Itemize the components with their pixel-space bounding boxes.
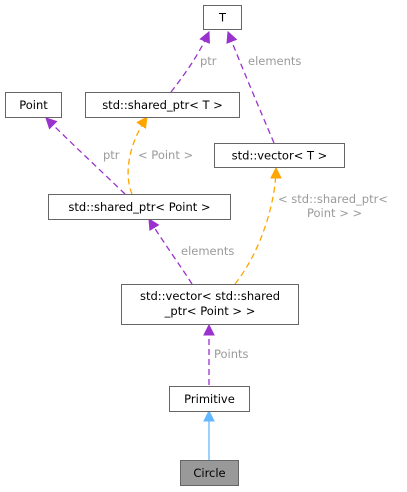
node-shared-ptr-point[interactable]: std::shared_ptr< Point > bbox=[48, 194, 231, 220]
node-shared-ptr-point-label: std::shared_ptr< Point > bbox=[68, 200, 210, 214]
node-primitive-label: Primitive bbox=[184, 392, 235, 406]
edge-elements-vector-t-to-t bbox=[226, 30, 275, 144]
edge-ptr-sharedptr-point-to-point bbox=[45, 117, 126, 195]
node-shared-ptr-point-box bbox=[48, 194, 231, 220]
edge-label-point-template: < Point > bbox=[138, 148, 193, 162]
node-vector-t-label: std::vector< T > bbox=[232, 149, 328, 163]
node-point-box bbox=[5, 92, 62, 118]
edge-template-vector-sp-to-vector-t bbox=[234, 166, 282, 285]
node-vector-shared-ptr-point-label-line1: std::vector< std::shared bbox=[140, 289, 280, 303]
node-circle-box bbox=[180, 460, 239, 486]
edge-label-sharedptr-template-line1: < std::shared_ptr< bbox=[278, 192, 388, 206]
node-vector-t-box bbox=[214, 143, 345, 168]
node-point-label: Point bbox=[19, 98, 48, 112]
node-point[interactable]: Point bbox=[5, 92, 62, 118]
node-t-label: T bbox=[218, 11, 227, 25]
node-t-box bbox=[203, 5, 242, 30]
node-shared-ptr-t-box bbox=[85, 92, 240, 118]
edge-ptr-sharedptr-t-to-t bbox=[170, 30, 210, 93]
node-shared-ptr-t-label: std::shared_ptr< T > bbox=[102, 98, 223, 112]
node-vector-shared-ptr-point-box bbox=[121, 284, 299, 325]
node-shared-ptr-t[interactable]: std::shared_ptr< T > bbox=[85, 92, 240, 118]
edge-label-ptr-lower: ptr bbox=[103, 148, 120, 162]
edge-labels: ptr elements ptr < Point > < std::shared… bbox=[103, 54, 388, 361]
node-circle-label: Circle bbox=[193, 466, 225, 480]
node-circle[interactable]: Circle bbox=[180, 460, 239, 486]
node-vector-shared-ptr-point[interactable]: std::vector< std::shared _ptr< Point > > bbox=[121, 284, 299, 325]
node-primitive-box bbox=[169, 386, 250, 412]
node-primitive[interactable]: Primitive bbox=[169, 386, 250, 412]
edges bbox=[45, 30, 282, 460]
node-t[interactable]: T bbox=[203, 5, 242, 30]
edge-label-elements-lower: elements bbox=[181, 244, 234, 258]
edge-elements-vector-sp-to-sharedptr-point bbox=[148, 218, 193, 285]
node-vector-t[interactable]: std::vector< T > bbox=[214, 143, 345, 168]
edge-label-elements-upper: elements bbox=[248, 54, 301, 68]
edge-label-points: Points bbox=[214, 347, 249, 361]
edge-template-sharedptr-point-to-sharedptr-t bbox=[127, 116, 148, 195]
edge-label-sharedptr-template-line2: Point > > bbox=[307, 206, 362, 220]
edge-label-ptr-upper: ptr bbox=[200, 54, 217, 68]
node-vector-shared-ptr-point-label-line2: _ptr< Point > > bbox=[164, 304, 256, 318]
